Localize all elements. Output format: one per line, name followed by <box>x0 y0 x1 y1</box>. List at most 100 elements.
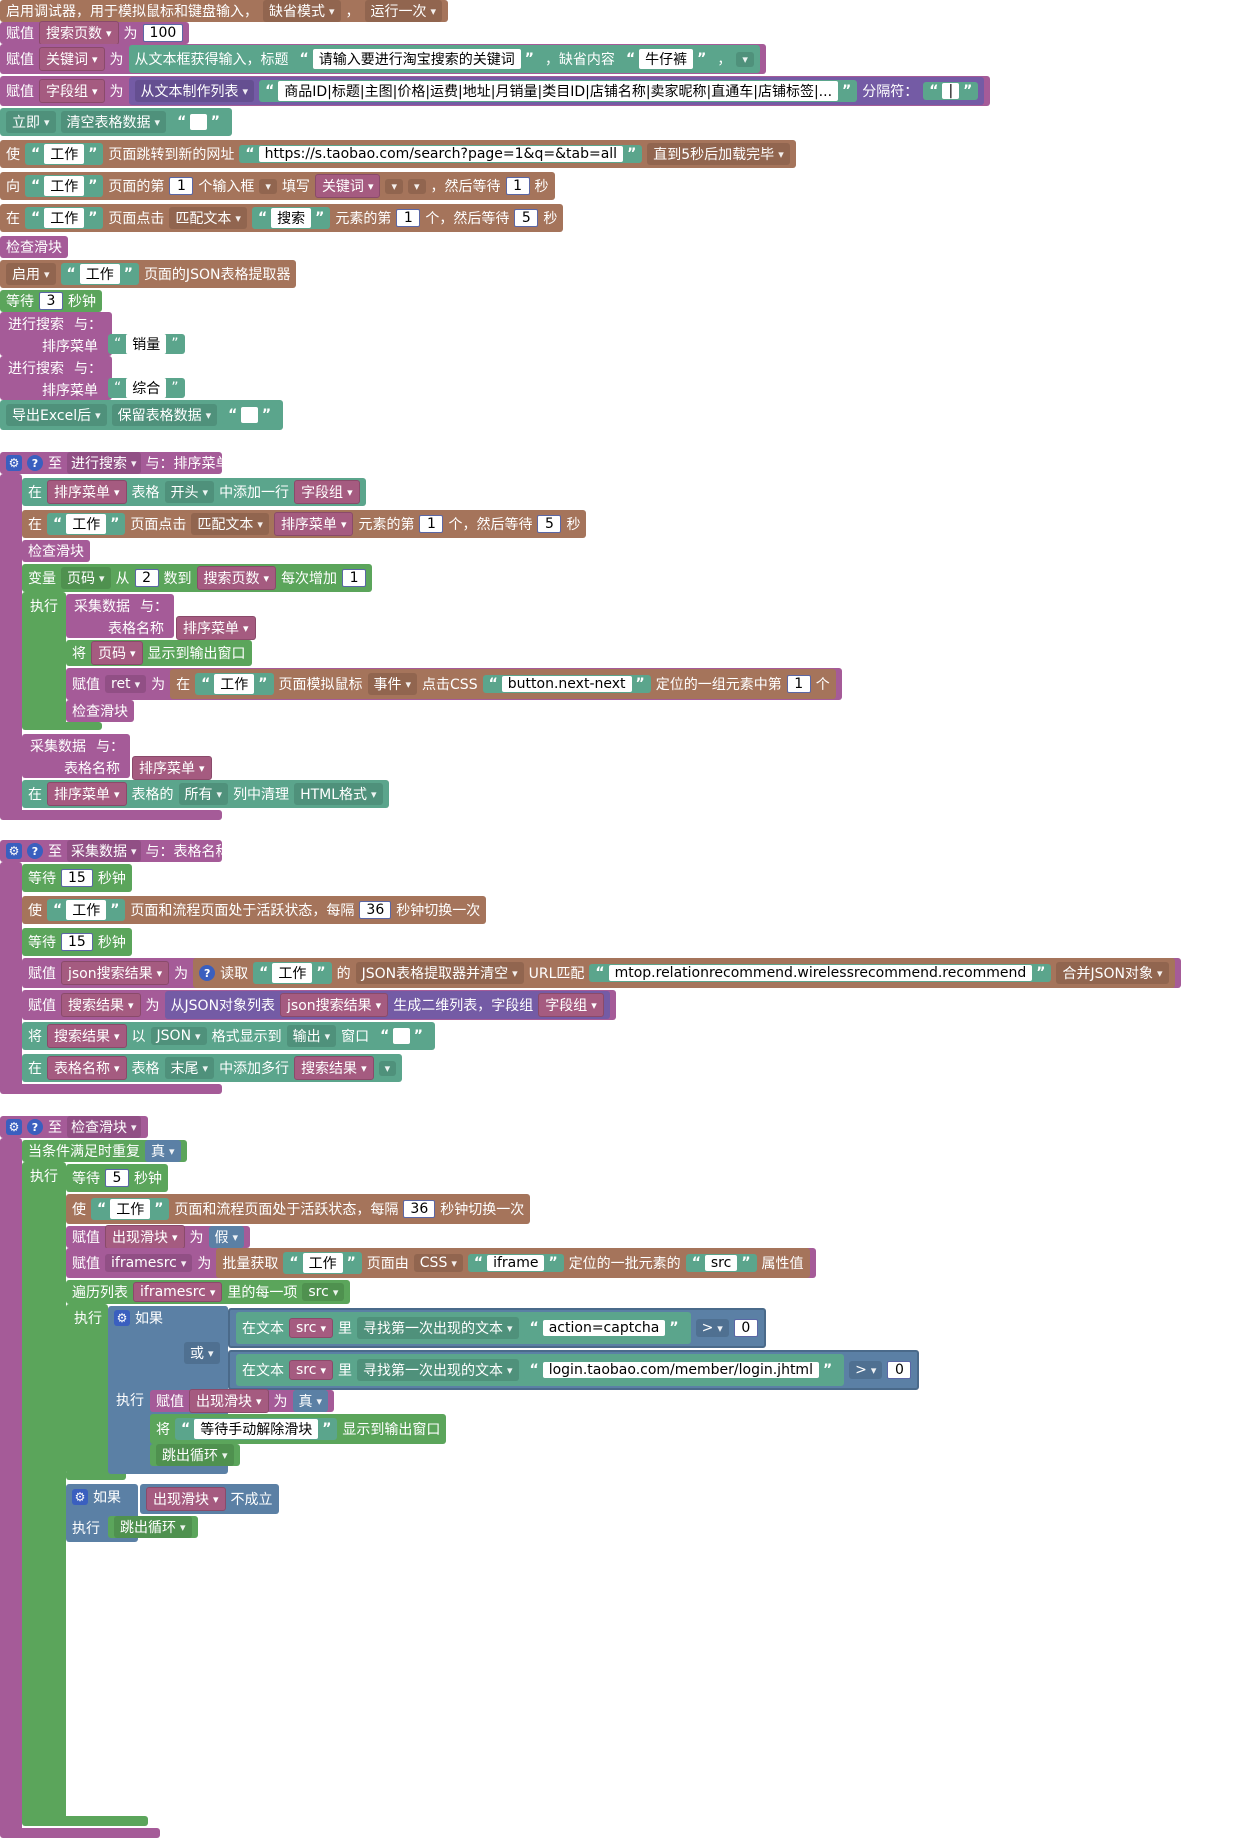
clean-html-block[interactable]: 在 排序菜单 表格的 所有 列中清理 HTML格式 <box>22 780 389 808</box>
number-field[interactable]: 5 <box>105 1169 129 1187</box>
call-collect-block[interactable]: 采集数据 与： 表格名称 <box>66 594 174 638</box>
number-field[interactable]: 0 <box>733 1319 758 1337</box>
variable-dropdown[interactable]: 出现滑块 <box>146 1487 226 1511</box>
variable-dropdown[interactable]: 关键词 <box>39 47 105 71</box>
number-field[interactable]: 1 <box>786 675 811 693</box>
wait-block[interactable]: 等待 3 秒钟 <box>0 290 102 312</box>
variable-dropdown[interactable]: 字段组 <box>294 480 360 504</box>
number-field[interactable]: 0 <box>887 1361 912 1379</box>
option-dropdown[interactable] <box>259 178 277 194</box>
variable-dropdown[interactable]: 页码 <box>91 641 143 665</box>
call-check-slider-block[interactable]: 检查滑块 <box>22 540 90 562</box>
break-block[interactable]: 跳出循环 <box>108 1516 198 1538</box>
string-text[interactable]: “搜索” <box>251 207 331 229</box>
string-page[interactable]: “工作” <box>195 673 274 695</box>
string-fields[interactable]: “商品ID|标题|主图|价格|运费|地址|月销量|类目ID|店铺名称|卖家昵称|… <box>259 80 858 102</box>
assign-ret-block[interactable]: 赋值 ret 为 在 “工作” 页面模拟鼠标 事件 点击CSS “button.… <box>66 668 842 700</box>
run-dropdown[interactable]: 运行一次 <box>364 0 443 22</box>
bool-dropdown[interactable]: 假 <box>208 1226 245 1248</box>
string-message[interactable]: “等待手动解除滑块” <box>175 1418 338 1440</box>
gear-icon[interactable]: ⚙ <box>6 1119 22 1135</box>
option-dropdown[interactable] <box>378 1060 397 1076</box>
string-attr[interactable]: “src” <box>685 1254 757 1272</box>
print-block[interactable]: 将 “等待手动解除滑块” 显示到输出窗口 <box>150 1414 447 1444</box>
number-field[interactable]: 1 <box>342 569 367 587</box>
gear-icon[interactable]: ⚙ <box>6 843 22 859</box>
variable-dropdown[interactable]: 字段组 <box>39 79 105 103</box>
mouse-click-block[interactable]: 在 “工作” 页面模拟鼠标 事件 点击CSS “button.next-next… <box>170 669 836 699</box>
variable-dropdown[interactable]: 关键词 <box>314 174 381 198</box>
variable-dropdown[interactable]: iframesrc <box>133 1282 223 1302</box>
event-dropdown[interactable]: 事件 <box>367 673 418 695</box>
variable-dropdown[interactable]: 搜索结果 <box>47 1024 127 1048</box>
variable-dropdown[interactable]: 出现滑块 <box>189 1389 269 1413</box>
string-selector[interactable]: “iframe” <box>467 1254 564 1272</box>
string-page[interactable]: “工作” <box>25 175 104 197</box>
item-dropdown[interactable]: src <box>302 1283 345 1301</box>
variable-dropdown[interactable]: 表格名称 <box>47 1056 127 1080</box>
string-page[interactable]: “工作” <box>25 143 104 165</box>
gear-icon[interactable]: ⚙ <box>6 455 22 471</box>
variable-dropdown[interactable]: 搜索结果 <box>61 993 141 1017</box>
variable-dropdown[interactable]: iframesrc <box>105 1254 193 1272</box>
call-collect-block[interactable]: 采集数据 与： 表格名称 <box>22 734 130 778</box>
variable-dropdown[interactable]: 排序菜单 <box>273 512 354 536</box>
mode-dropdown[interactable]: 缺省模式 <box>263 0 341 22</box>
read-json-block[interactable]: ? 读取 “工作” 的 JSON表格提取器并清空 URL匹配 “mtop.rel… <box>193 958 1175 988</box>
display-json-block[interactable]: 将 搜索结果 以 JSON 格式显示到 输出 窗口 “ ” <box>22 1022 435 1050</box>
string-url[interactable]: “https://s.taobao.com/search?page=1&q=&t… <box>239 145 643 163</box>
keep-active-block[interactable]: 使 “工作” 页面和流程页面处于活跃状态，每隔 36 秒钟切换一次 <box>66 1194 531 1224</box>
string-block[interactable]: “综合” <box>108 378 185 398</box>
add-row-block[interactable]: 在 排序菜单 表格 开头 中添加一行 字段组 <box>22 478 366 506</box>
string-empty[interactable]: “ ” <box>374 1027 429 1045</box>
option-dropdown[interactable] <box>408 178 426 194</box>
string-sep[interactable]: “|” <box>923 82 979 100</box>
bool-dropdown[interactable]: 真 <box>292 1390 329 1412</box>
json-to-table-block[interactable]: 从JSON对象列表 json搜索结果 生成二维列表，字段组 字段组 <box>164 991 610 1019</box>
function-name[interactable]: 进行搜索 <box>67 452 141 474</box>
click-element-block[interactable]: 在 “工作” 页面点击 匹配文本 排序菜单 元素的第 1 个，然后等待 5 秒 <box>22 510 587 538</box>
string-search[interactable]: “login.taobao.com/member/login.jhtml” <box>523 1361 839 1379</box>
call-search-block[interactable]: 进行搜索 与： 排序菜单 <box>0 356 112 400</box>
call-check-slider-block[interactable]: 检查滑块 <box>0 236 68 258</box>
break-dropdown[interactable]: 跳出循环 <box>114 1516 192 1538</box>
wait-block[interactable]: 等待 15 秒钟 <box>22 864 132 892</box>
selector-dropdown[interactable]: CSS <box>413 1254 463 1272</box>
variable-dropdown[interactable]: 页码 <box>61 567 111 589</box>
enable-json-extractor-block[interactable]: 启用 “工作” 页面的JSON表格提取器 <box>0 260 297 288</box>
help-icon[interactable]: ? <box>27 843 43 859</box>
variable-dropdown[interactable]: ret <box>105 675 147 693</box>
list-fn-dropdown[interactable]: 从文本制作列表 <box>134 80 255 102</box>
action-dropdown[interactable]: 清空表格数据 <box>60 111 167 133</box>
export-excel-block[interactable]: 导出Excel后 保留表格数据 “ ” <box>0 400 284 430</box>
variable-dropdown[interactable]: 排序菜单 <box>176 616 256 640</box>
output-dropdown[interactable]: 输出 <box>286 1025 337 1047</box>
string-value[interactable]: 综合 <box>126 378 167 398</box>
find-text-block[interactable]: 在文本 src 里 寻找第一次出现的文本 “login.taobao.com/m… <box>236 1354 845 1386</box>
merge-dropdown[interactable]: 合并JSON对象 <box>1056 962 1169 984</box>
operator-dropdown[interactable]: > <box>695 1319 729 1337</box>
foreach-block[interactable]: 遍历列表 iframesrc 里的每一项 src <box>66 1280 351 1304</box>
number-field[interactable]: 1 <box>169 177 194 195</box>
while-loop-block[interactable]: 当条件满足时重复 真 <box>22 1140 187 1162</box>
variable-dropdown[interactable]: 排序菜单 <box>47 480 127 504</box>
string-default[interactable]: “牛仔裤” <box>619 48 713 70</box>
assign-slider-true-block[interactable]: 赋值 出现滑块 为 真 <box>150 1389 335 1413</box>
number-field[interactable]: 36 <box>403 1200 436 1218</box>
action-dropdown[interactable]: 保留表格数据 <box>111 404 218 426</box>
string-page[interactable]: “工作” <box>25 207 104 229</box>
number-field[interactable]: 3 <box>39 292 63 310</box>
variable-dropdown[interactable]: json搜索结果 <box>280 993 389 1017</box>
fill-input-block[interactable]: 向 “工作” 页面的第 1 个输入框 填写 关键词 ，然后等待 1 秒 <box>0 172 555 200</box>
function-name[interactable]: 检查滑块 <box>67 1116 141 1138</box>
string-value[interactable]: 销量 <box>126 334 167 354</box>
find-dropdown[interactable]: 寻找第一次出现的文本 <box>356 1317 519 1339</box>
number-field[interactable]: 100 <box>142 24 184 42</box>
string-page[interactable]: “工作” <box>47 513 126 535</box>
string-page[interactable]: “工作” <box>91 1198 170 1220</box>
format-dropdown[interactable]: JSON <box>150 1027 207 1045</box>
enable-debugger-block[interactable]: 启用调试器，用于模拟鼠标和键盘输入， 缺省模式 ， 运行一次 <box>0 0 449 22</box>
clear-table-block[interactable]: 立即 清空表格数据 “ ” <box>0 108 232 136</box>
call-check-slider-block[interactable]: 检查滑块 <box>66 700 134 722</box>
wait-block[interactable]: 等待 5 秒钟 <box>66 1164 168 1192</box>
